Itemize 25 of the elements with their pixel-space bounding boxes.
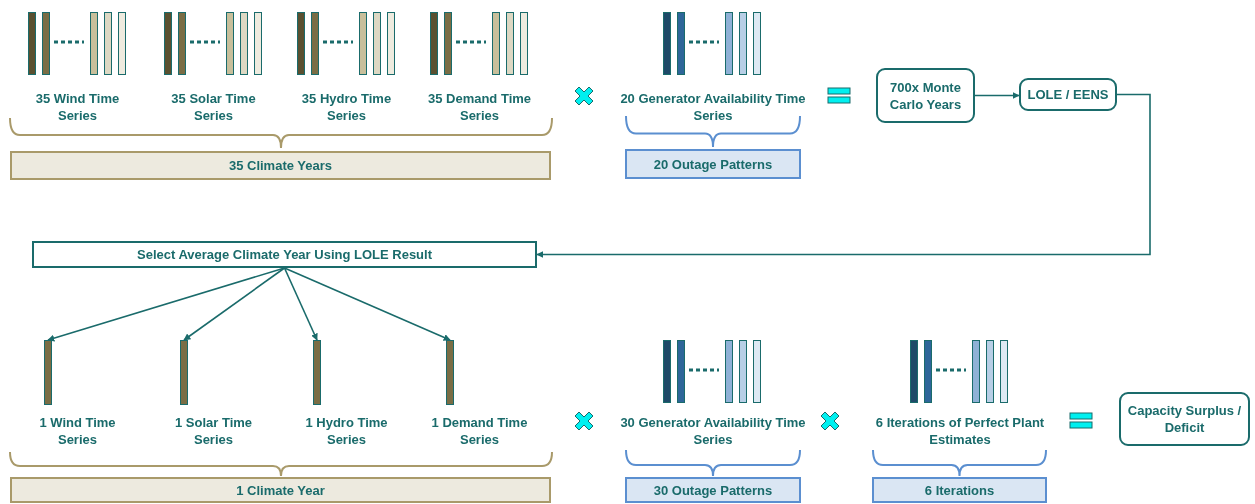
series-label: 35 Solar Time Series xyxy=(170,90,257,124)
arrow xyxy=(183,267,286,341)
series-label: 30 Generator Availability Time Series xyxy=(619,414,807,448)
series-label: 35 Demand Time Series xyxy=(426,90,533,124)
series-label: 1 Wind Time Series xyxy=(38,414,117,448)
series-label: 1 Solar Time Series xyxy=(173,414,254,448)
series-label: 20 Generator Availability Time Series xyxy=(619,90,807,124)
series-label: 6 Iterations of Perfect Plant Estimates xyxy=(874,414,1046,448)
series-label: 1 Hydro Time Series xyxy=(304,414,389,448)
arrow xyxy=(536,93,1151,258)
process-box: Select Average Climate Year Using LOLE Result xyxy=(32,241,537,268)
summary-box: 20 Outage Patterns xyxy=(625,149,801,179)
series-label: 1 Demand Time Series xyxy=(430,414,529,448)
summary-box: 6 Iterations xyxy=(872,477,1047,503)
result-box: Capacity Surplus / Deficit xyxy=(1119,392,1250,446)
arrow xyxy=(283,267,318,341)
summary-box: 35 Climate Years xyxy=(10,151,551,180)
summary-box: 1 Climate Year xyxy=(10,477,551,503)
series-label: 35 Hydro Time Series xyxy=(300,90,393,124)
arrow xyxy=(974,92,1020,99)
result-box: LOLE / EENS xyxy=(1019,78,1117,111)
result-box: 700x Monte Carlo Years xyxy=(876,68,975,123)
series-label: 35 Wind Time Series xyxy=(34,90,121,124)
summary-box: 30 Outage Patterns xyxy=(625,477,801,503)
arrow xyxy=(283,267,451,341)
